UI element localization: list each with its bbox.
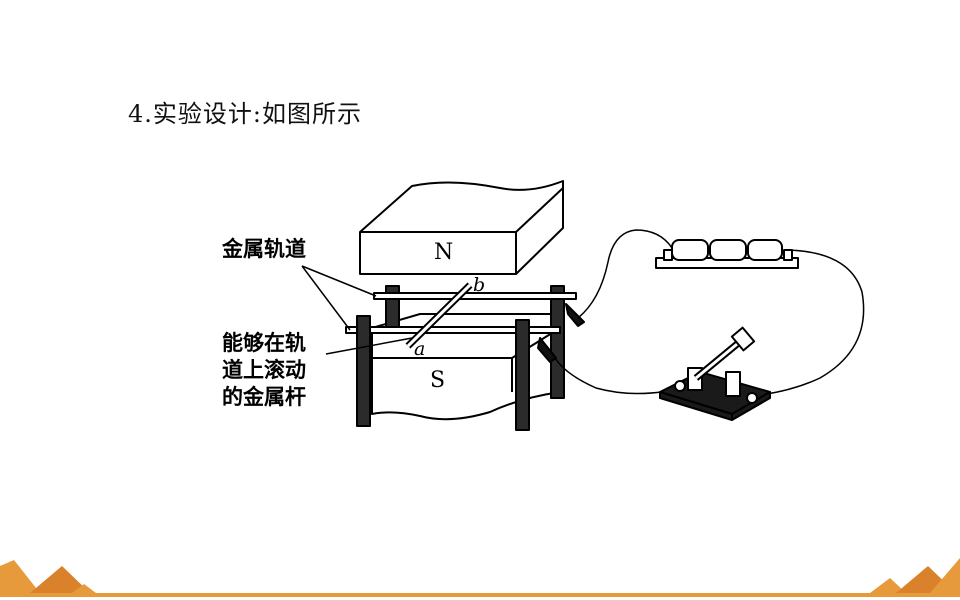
post-front-right [515,319,530,431]
footer-decoration-right [870,558,960,593]
point-a-label: a [414,338,426,360]
wire-battery-left [577,229,673,319]
rod-label-line-3: 的金属杆 [222,385,306,409]
metal-rod [405,282,473,349]
north-magnet [359,180,564,275]
footer-decoration-left [0,560,96,593]
rail-label: 金属轨道 [222,237,306,261]
south-pole-label: S [430,368,446,393]
clip-front [537,337,557,363]
slide-title: 4.实验设计:如图所示 [128,100,362,128]
rod-label-line-1: 能够在轨 [222,331,306,355]
post-front-left [356,315,371,427]
battery-holder [655,239,799,269]
rail-back [373,292,577,300]
rod-label-line-2: 道上滚动 [222,358,306,382]
clip-back [565,303,585,327]
rail-front [345,326,561,334]
north-pole-label: N [434,240,454,265]
post-back-right [550,285,565,399]
point-b-label: b [473,274,486,296]
wire-battery-right [751,249,865,397]
knife-switch [659,326,771,421]
footer-line [0,593,960,597]
